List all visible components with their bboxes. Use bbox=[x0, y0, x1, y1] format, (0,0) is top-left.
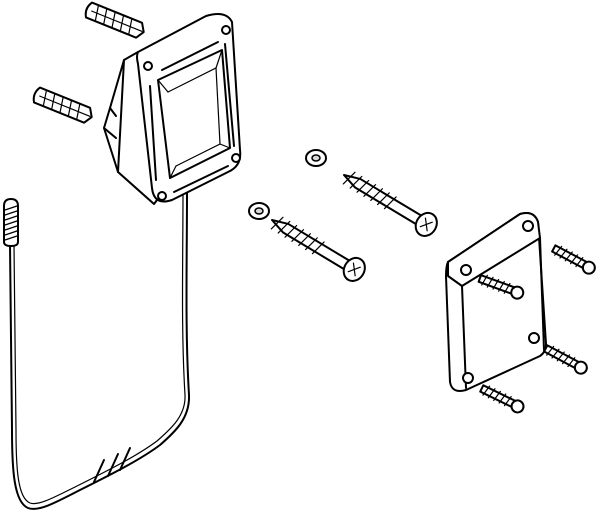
cable-sensor-tip bbox=[3, 198, 19, 247]
wood-screw-lower bbox=[270, 216, 366, 282]
washer-upper bbox=[305, 149, 327, 167]
wood-screw-upper bbox=[342, 171, 438, 237]
cover-screw-middle bbox=[477, 274, 525, 300]
wall-plug-top bbox=[84, 1, 145, 39]
cover-plate bbox=[445, 212, 547, 392]
cable bbox=[9, 191, 191, 510]
washer-lower bbox=[248, 202, 270, 220]
wall-plug-bottom bbox=[32, 86, 93, 124]
cover-screw-top-right bbox=[551, 244, 596, 275]
cover-screw-lower-right bbox=[543, 344, 588, 375]
mounting-box bbox=[103, 13, 242, 205]
cover-screw-bottom bbox=[479, 384, 525, 414]
